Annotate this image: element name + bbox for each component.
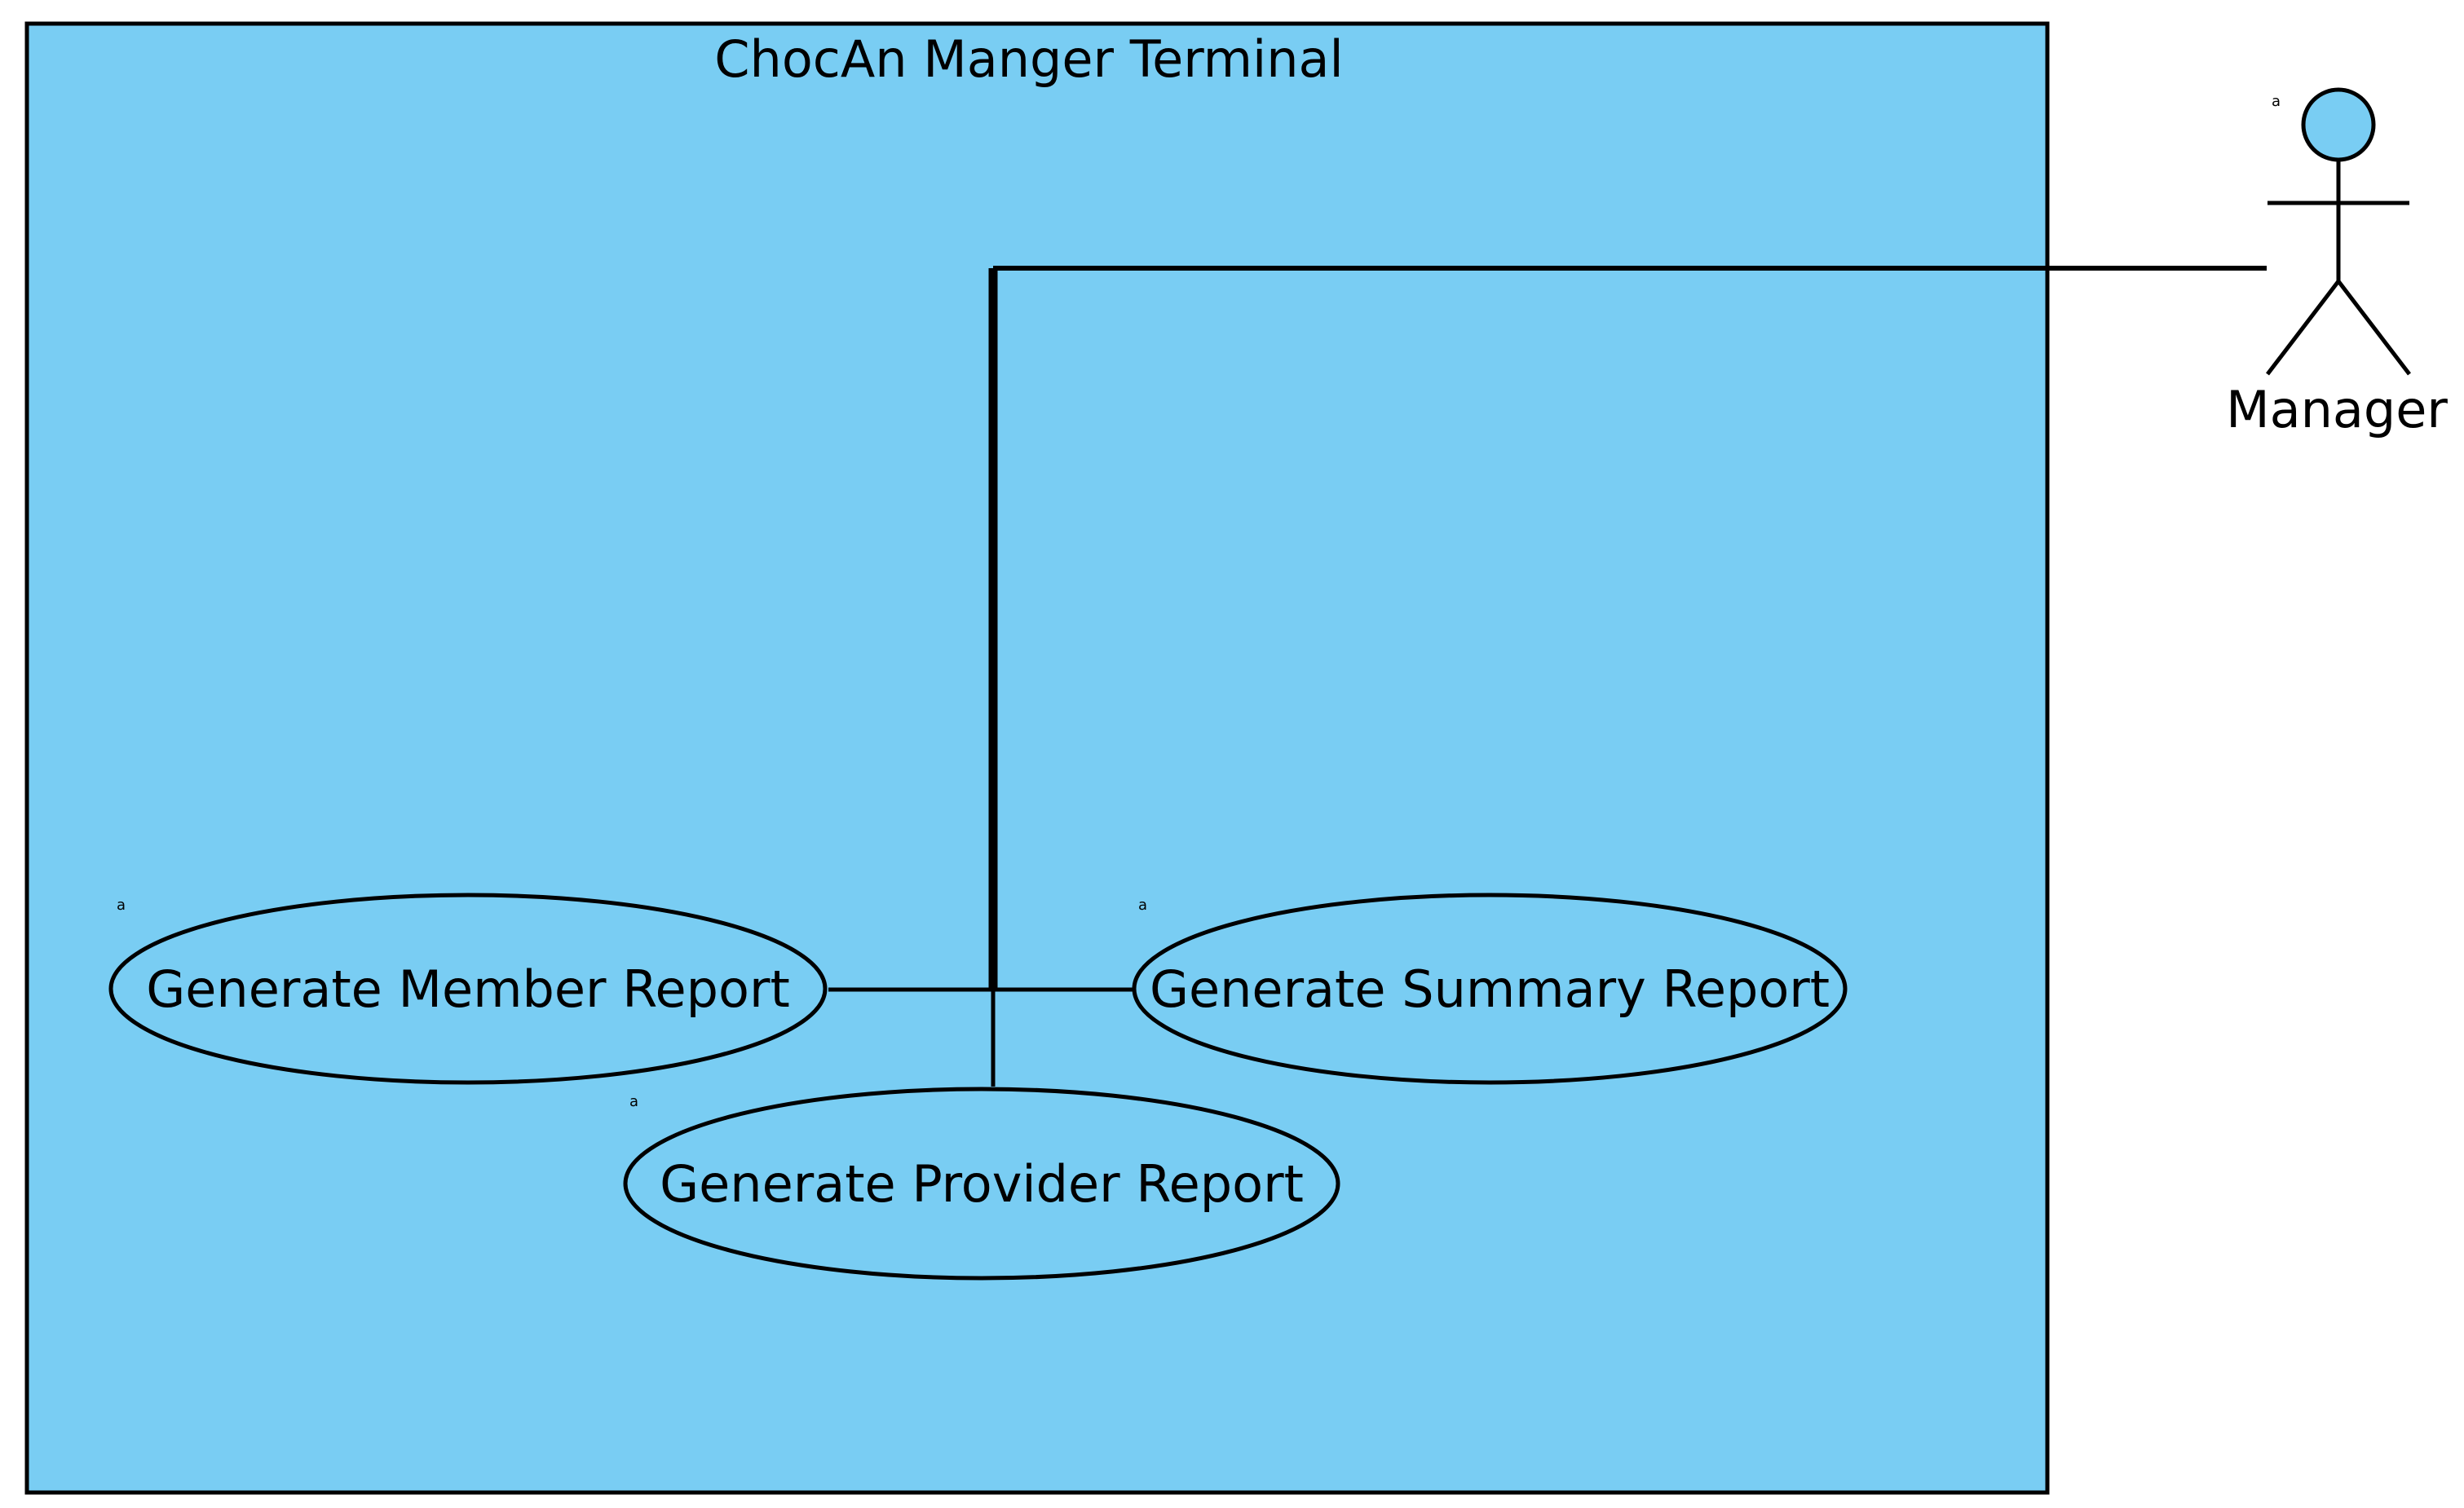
use-case-marker: a bbox=[629, 1093, 638, 1110]
actor-marker: a bbox=[2272, 93, 2281, 110]
system-title: ChocAn Manger Terminal bbox=[714, 29, 1344, 89]
use-case-generate-summary-report[interactable]: a Generate Summary Report bbox=[1132, 893, 1848, 1085]
use-case-marker: a bbox=[117, 897, 126, 914]
use-case-ellipse bbox=[623, 1087, 1340, 1281]
use-case-generate-provider-report[interactable]: a Generate Provider Report bbox=[623, 1087, 1340, 1281]
actor-left-leg bbox=[2266, 280, 2340, 376]
use-case-generate-member-report[interactable]: a Generate Member Report bbox=[108, 893, 828, 1085]
actor-label: Manager bbox=[2226, 380, 2448, 439]
actor-head bbox=[2301, 87, 2376, 162]
use-case-ellipse bbox=[1132, 893, 1848, 1085]
use-case-label: Generate Member Report bbox=[146, 959, 790, 1019]
use-case-label: Generate Provider Report bbox=[660, 1154, 1304, 1214]
use-case-label: Generate Summary Report bbox=[1150, 959, 1830, 1019]
use-case-ellipse bbox=[108, 893, 828, 1085]
actor-right-leg bbox=[2337, 280, 2411, 376]
use-case-marker: a bbox=[1138, 897, 1147, 914]
actor-manager[interactable]: a Manager bbox=[2226, 87, 2448, 439]
association-lines bbox=[828, 266, 2267, 1087]
